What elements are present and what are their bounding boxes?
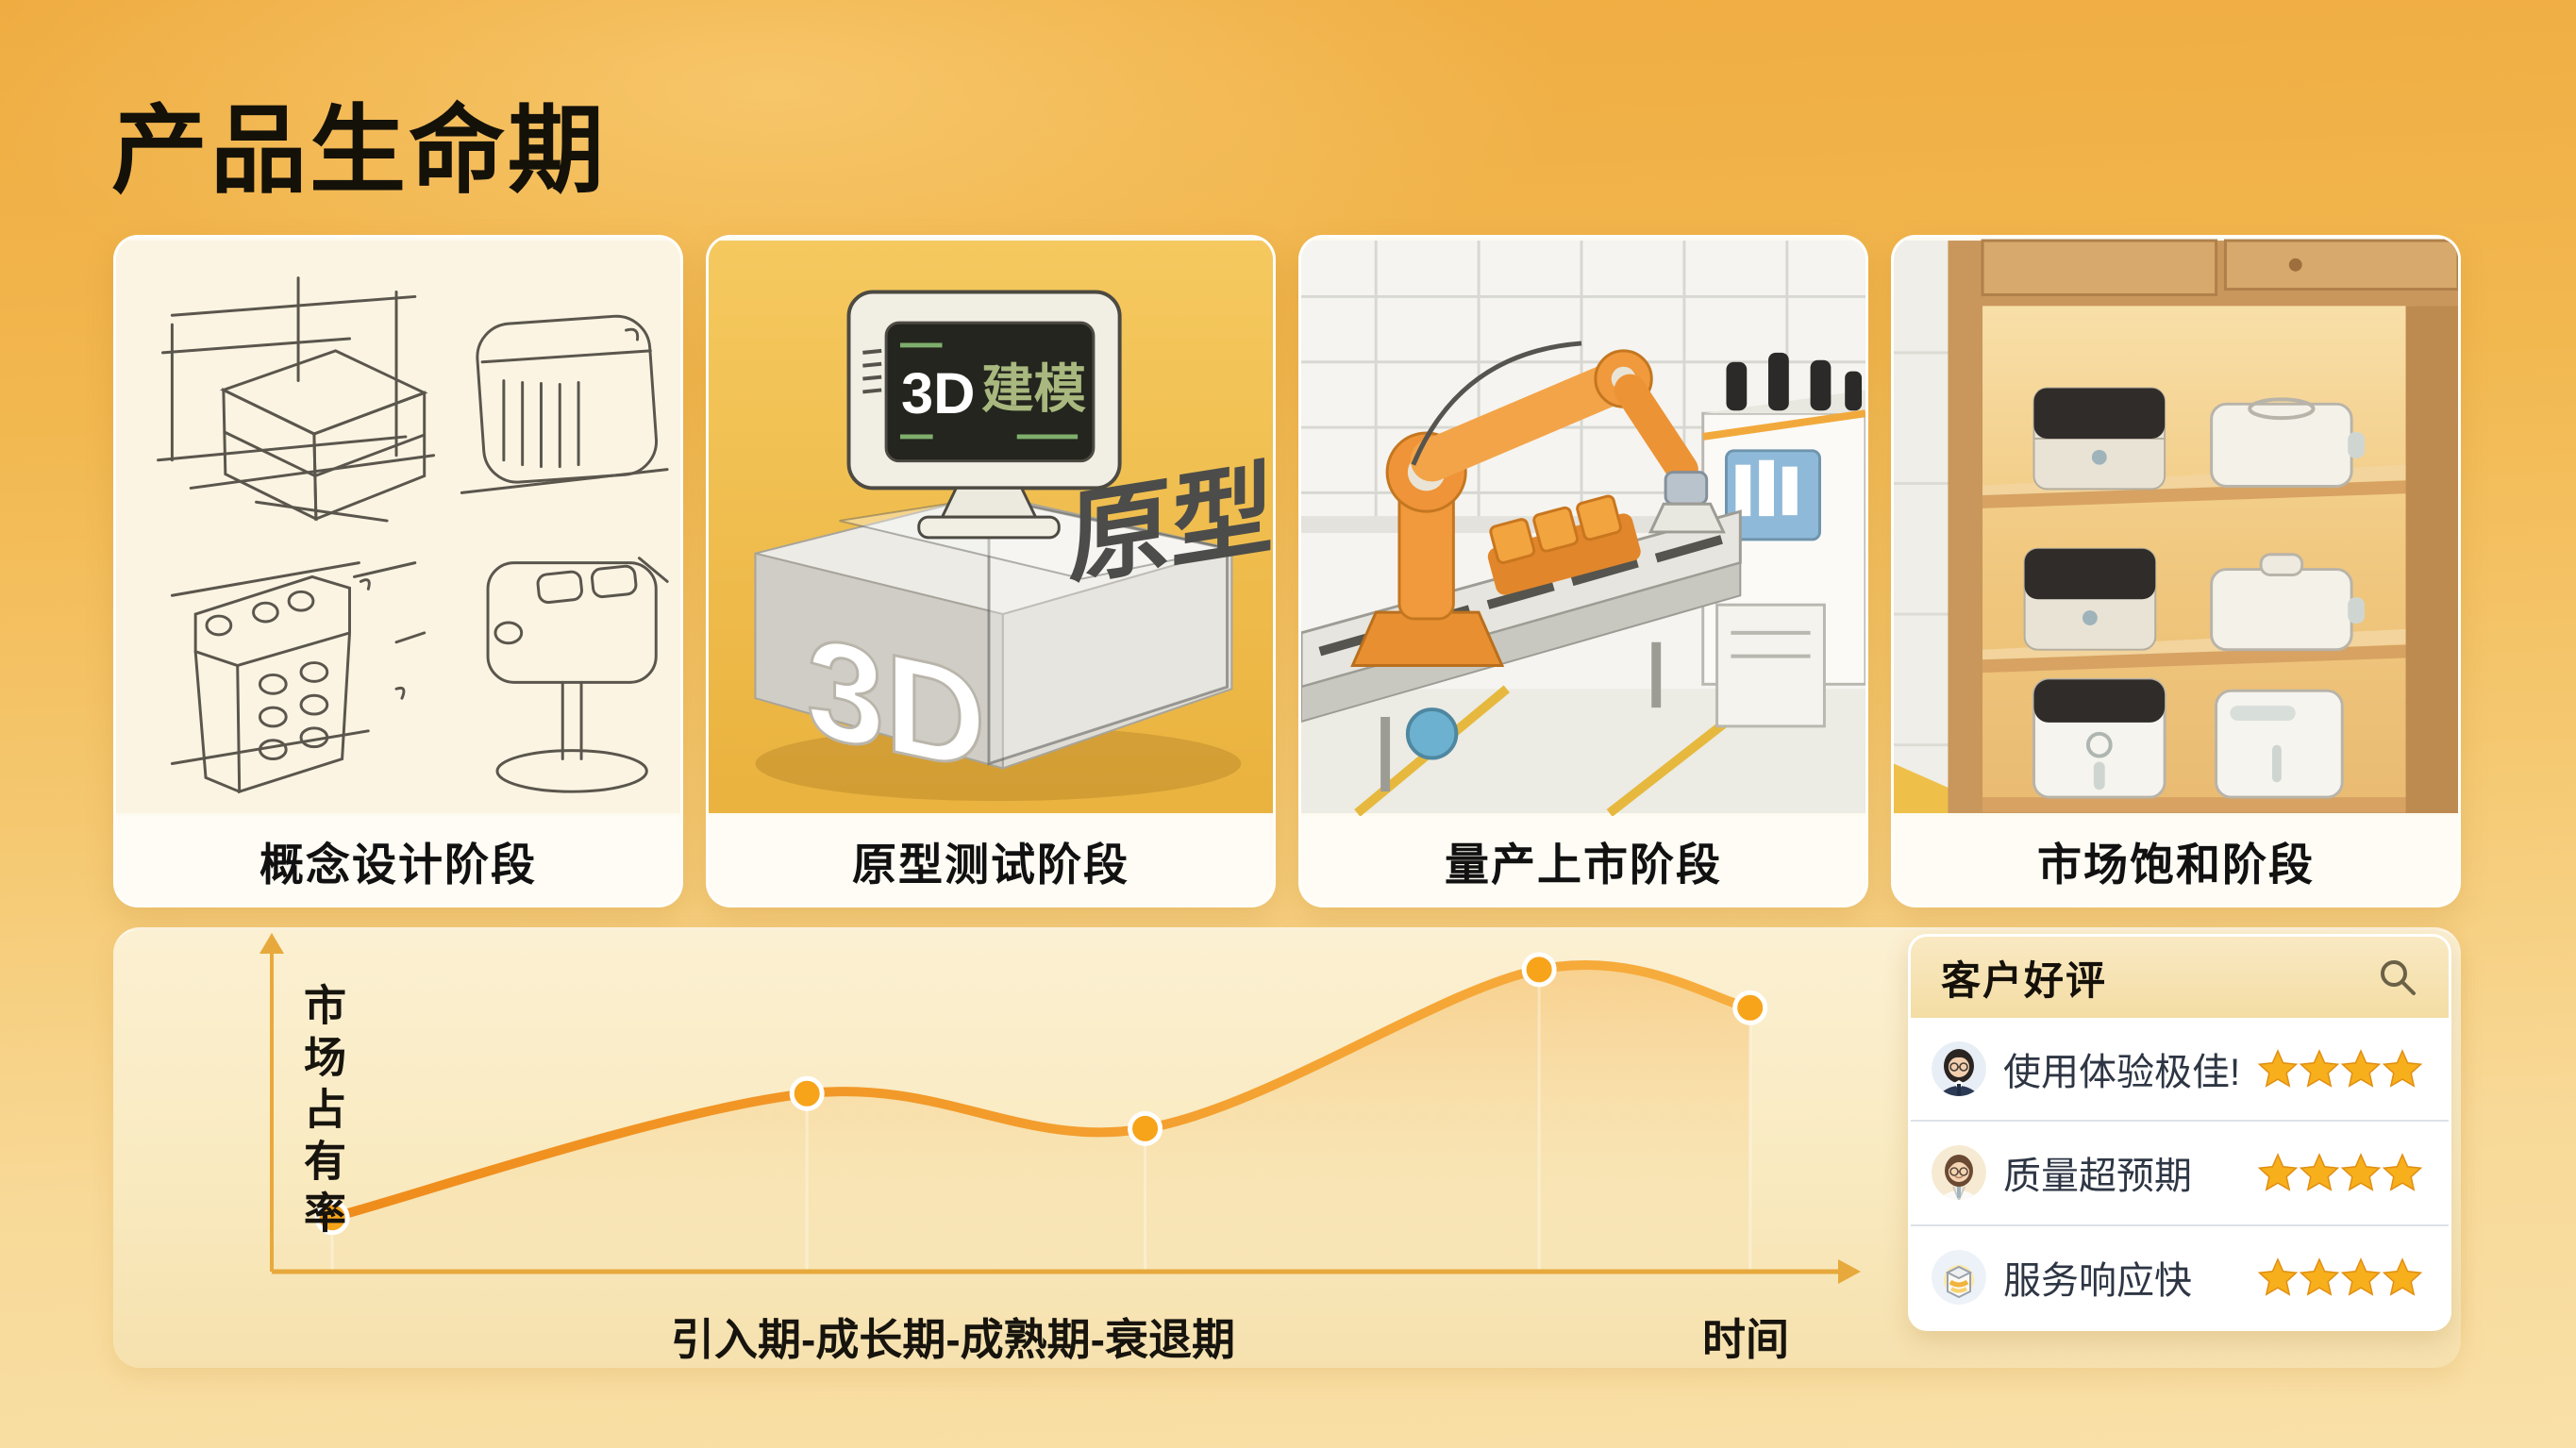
reviewer-avatar-woman-suit-icon [1932, 1041, 1986, 1097]
reviews-header: 客户好评 [1911, 937, 2449, 1018]
concept-sketch-illustration [116, 238, 680, 816]
shelf-illustration [1894, 238, 2458, 816]
stage-card-market-saturation: 市场饱和阶段 [1891, 235, 2461, 907]
review-text: 质量超预期 [2003, 1156, 2192, 1198]
star-rating [2258, 1153, 2422, 1192]
star-icon [2300, 1049, 2339, 1088]
screen-text-modeling: 建模 [981, 359, 1086, 418]
star-icon [2258, 1153, 2298, 1192]
stage-card-concept-design: 概念设计阶段 [113, 235, 683, 907]
stage-card-mass-production: 量产上市阶段 [1298, 235, 1868, 907]
star-icon [2383, 1257, 2422, 1296]
review-text: 使用体验极佳! [2003, 1052, 2241, 1094]
x-axis-time-label: 时间 [1702, 1315, 1789, 1364]
x-axis-phase-labels: 引入期-成长期-成熟期-衰退期 [671, 1315, 1235, 1364]
star-icon [2300, 1257, 2339, 1296]
star-rating [2258, 1257, 2422, 1297]
star-icon [2341, 1257, 2381, 1296]
reviewer-avatar-product-box-icon [1932, 1249, 1986, 1305]
stage-label-market-saturation: 市场饱和阶段 [1894, 816, 2458, 905]
cube-left-text: 3D [807, 607, 986, 801]
search-icon[interactable] [2377, 957, 2418, 998]
stage-label-concept-design: 概念设计阶段 [116, 816, 680, 905]
star-icon [2300, 1153, 2339, 1192]
prototype-3d-illustration: 3D 原型 3D 建模 [709, 238, 1273, 816]
reviews-title: 客户好评 [1941, 957, 2108, 1003]
star-icon [2383, 1049, 2422, 1088]
factory-illustration [1301, 238, 1865, 816]
review-text: 服务响应快 [2003, 1259, 2192, 1302]
review-row: 服务响应快 [1911, 1223, 2449, 1328]
star-rating [2258, 1049, 2422, 1089]
y-axis-label: 市场占有率 [297, 983, 345, 1242]
market-share-chart-panel: 市场占有率 引入期-成长期-成熟期-衰退期 时间 客户好评 [113, 927, 2461, 1368]
customer-reviews-panel: 客户好评 [1908, 934, 2451, 1331]
star-icon [2258, 1257, 2298, 1296]
stage-label-prototype-testing: 原型测试阶段 [709, 816, 1273, 905]
stage-label-mass-production: 量产上市阶段 [1301, 816, 1865, 905]
review-row: 质量超预期 [1911, 1120, 2449, 1223]
star-icon [2341, 1153, 2381, 1192]
stage-cards-row: 概念设计阶段 [113, 235, 2461, 907]
reviewer-avatar-woman-labcoat-icon [1932, 1145, 1986, 1201]
screen-text-3d: 3D [901, 361, 975, 426]
star-icon [2258, 1049, 2298, 1088]
star-icon [2341, 1049, 2381, 1088]
stage-card-prototype-testing: 3D 原型 3D 建模 [706, 235, 1276, 907]
page-title: 产品生命期 [111, 97, 607, 205]
review-row: 使用体验极佳! [1911, 1018, 2449, 1120]
market-share-chart [259, 933, 1861, 1284]
star-icon [2383, 1153, 2422, 1192]
